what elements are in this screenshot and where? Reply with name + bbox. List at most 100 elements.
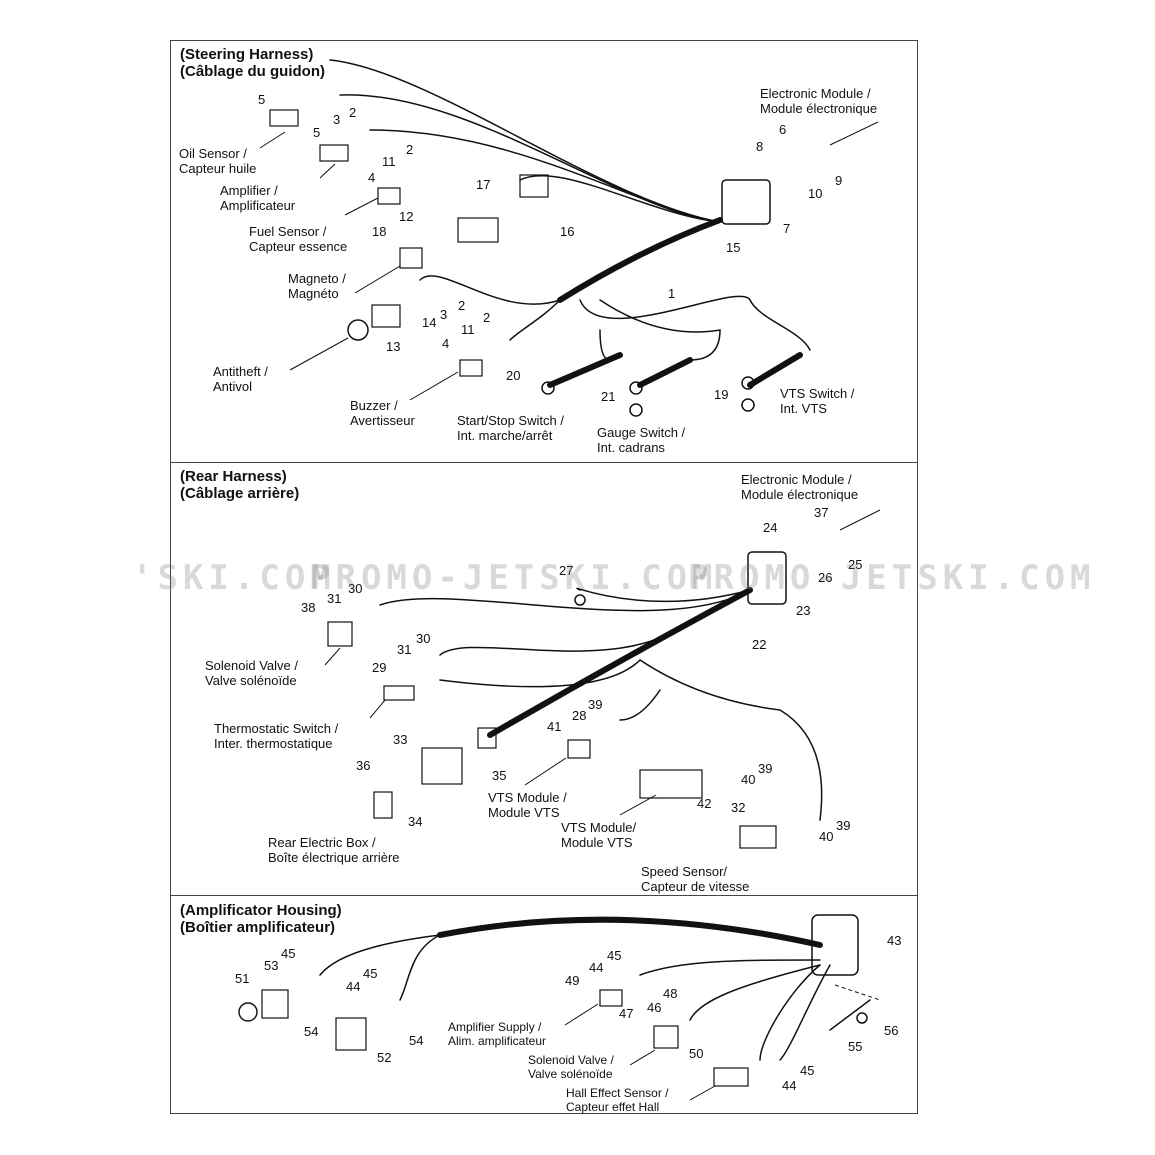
label-hall-effect-sensor-en: Hall Effect Sensor / <box>566 1086 669 1100</box>
label-gauge-switch-fr: Int. cadrans <box>597 440 665 455</box>
watermark-text: 'SKI.COM <box>132 558 336 598</box>
part-number: 25 <box>848 557 863 572</box>
part-number: 45 <box>281 946 296 961</box>
part-number: 54 <box>304 1024 319 1039</box>
label-buzzer-en: Buzzer / <box>350 398 398 413</box>
part-number: 47 <box>619 1006 634 1021</box>
label-rear-electric-box-en: Rear Electric Box / <box>268 835 376 850</box>
label-oil-sensor-fr: Capteur huile <box>179 161 257 176</box>
label-fuel-sensor-en: Fuel Sensor / <box>249 224 327 239</box>
part-number: 36 <box>356 758 371 773</box>
label-thermostatic-switch-en: Thermostatic Switch / <box>214 721 339 736</box>
part-number: 9 <box>835 173 843 188</box>
part-number: 35 <box>492 768 507 783</box>
part-number: 7 <box>783 221 791 236</box>
rear-electronic-module <box>747 551 787 605</box>
part-number: 8 <box>756 139 764 154</box>
rear-main-harness <box>487 587 753 738</box>
label-thermostatic-switch-fr: Inter. thermostatique <box>214 736 333 751</box>
part-number: 14 <box>422 315 437 330</box>
part-number: 20 <box>506 368 521 383</box>
label-solenoid-valve-fr: Valve solénoïde <box>205 673 297 688</box>
label-solenoid-valve-amp-en: Solenoid Valve / <box>528 1053 614 1067</box>
part-number: 19 <box>714 387 729 402</box>
part-number: 50 <box>689 1046 704 1061</box>
part-number: 44 <box>589 960 604 975</box>
label-vts-switch-en: VTS Switch / <box>780 386 855 401</box>
label-vts-switch-fr: Int. VTS <box>780 401 827 416</box>
part-number: 53 <box>264 958 279 973</box>
label-rear-electronic-module-fr: Module électronique <box>741 487 859 502</box>
label-buzzer-fr: Avertisseur <box>350 413 415 428</box>
part-number: 51 <box>235 971 250 986</box>
part-number: 24 <box>763 520 778 535</box>
part-number: 45 <box>800 1063 815 1078</box>
part-number: 55 <box>848 1039 863 1054</box>
part-number: 44 <box>782 1078 797 1093</box>
part-number: 13 <box>386 339 401 354</box>
part-number: 37 <box>814 505 829 520</box>
label-speed-sensor-en: Speed Sensor/ <box>641 864 728 879</box>
part-number: 12 <box>399 209 414 224</box>
part-number: 46 <box>647 1000 662 1015</box>
part-number: 31 <box>397 642 412 657</box>
part-number: 40 <box>741 772 756 787</box>
label-electronic-module-en: Electronic Module / <box>760 86 871 101</box>
label-amplifier-en: Amplifier / <box>220 183 278 198</box>
diagram-frame <box>170 40 918 1114</box>
part-number: 39 <box>588 697 603 712</box>
section-title-amplificator-fr: (Boîtier amplificateur) <box>180 919 336 936</box>
section-title-steering-fr: (Câblage du guidon) <box>180 63 325 80</box>
part-number: 1 <box>668 286 676 301</box>
part-number: 33 <box>393 732 408 747</box>
part-number: 28 <box>572 708 587 723</box>
part-number: 42 <box>697 796 712 811</box>
label-vts-module-1-en: VTS Module / <box>488 790 567 805</box>
part-number: 2 <box>406 142 414 157</box>
part-number: 41 <box>547 719 562 734</box>
part-number: 54 <box>409 1033 424 1048</box>
label-rear-electric-box-fr: Boîte électrique arrière <box>268 850 400 865</box>
part-number: 45 <box>607 948 622 963</box>
part-number: 2 <box>483 310 491 325</box>
label-solenoid-valve-amp-fr: Valve solénoïde <box>528 1067 613 1081</box>
label-electronic-module-fr: Module électronique <box>760 101 878 116</box>
part-number: 52 <box>377 1050 392 1065</box>
part-number: 39 <box>758 761 773 776</box>
part-number: 38 <box>301 600 316 615</box>
part-number: 5 <box>313 125 321 140</box>
label-magneto-fr: Magnéto <box>288 286 339 301</box>
part-number: 31 <box>327 591 342 606</box>
section-title-rear-fr: (Câblage arrière) <box>180 485 300 502</box>
part-number: 18 <box>372 224 387 239</box>
section-title-steering-en: (Steering Harness) <box>180 46 314 63</box>
part-number: 23 <box>796 603 811 618</box>
label-antitheft-fr: Antivol <box>213 379 253 394</box>
part-number: 11 <box>382 154 396 169</box>
part-number: 15 <box>726 240 741 255</box>
label-vts-module-2-en: VTS Module/ <box>561 820 637 835</box>
part-number: 48 <box>663 986 678 1001</box>
part-number: 30 <box>416 631 431 646</box>
part-number: 34 <box>408 814 423 829</box>
part-number: 4 <box>368 170 376 185</box>
part-number: 27 <box>559 563 574 578</box>
label-hall-effect-sensor-fr: Capteur effet Hall <box>566 1100 660 1114</box>
part-number: 2 <box>349 105 357 120</box>
part-number: 6 <box>779 122 787 137</box>
part-number: 26 <box>818 570 833 585</box>
part-number: 16 <box>560 224 575 239</box>
section-divider <box>170 895 918 896</box>
steering-main-harness <box>557 217 723 303</box>
part-number: 45 <box>363 966 378 981</box>
part-number: 10 <box>808 186 823 201</box>
part-number: 11 <box>461 322 475 337</box>
part-number: 4 <box>442 336 450 351</box>
part-number: 49 <box>565 973 580 988</box>
label-oil-sensor-en: Oil Sensor / <box>179 146 247 161</box>
part-number: 39 <box>836 818 851 833</box>
label-vts-module-2-fr: Module VTS <box>561 835 633 850</box>
label-vts-module-1-fr: Module VTS <box>488 805 560 820</box>
part-number: 44 <box>346 979 361 994</box>
